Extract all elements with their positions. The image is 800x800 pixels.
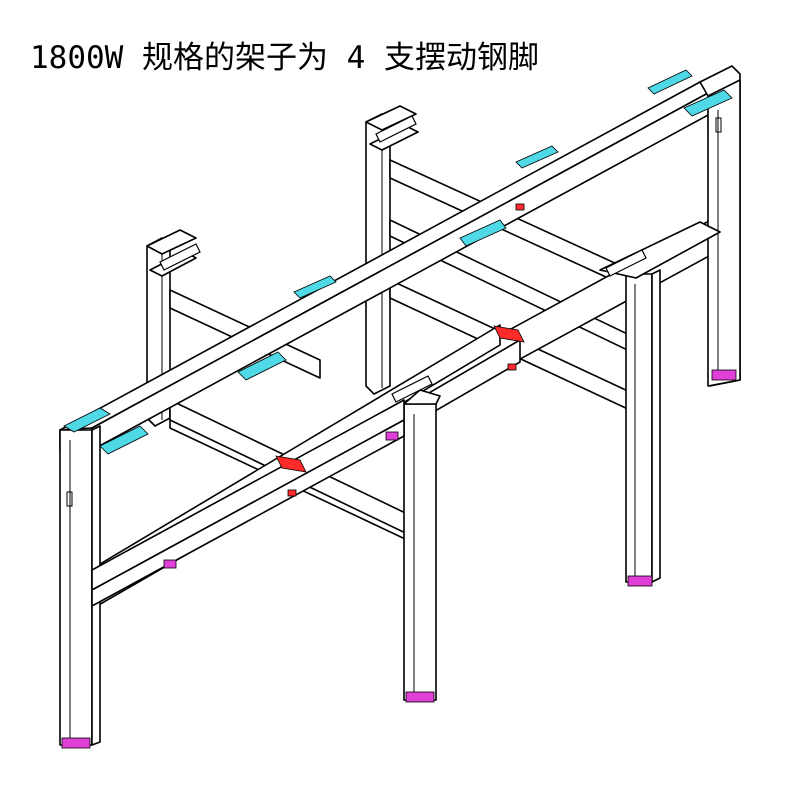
cyan-brackets (63, 69, 733, 455)
front-right-leg (599, 221, 721, 583)
red-connectors (275, 203, 525, 497)
black-clamps (159, 115, 647, 403)
caption: 1800W 规格的架子为 4 支摆动钢脚 (30, 40, 539, 76)
magenta-feet (61, 369, 737, 749)
back-right-leg (699, 65, 741, 387)
lower-stretcher (91, 399, 405, 607)
front-middle-leg (403, 389, 441, 701)
left-end-frame (59, 425, 101, 746)
